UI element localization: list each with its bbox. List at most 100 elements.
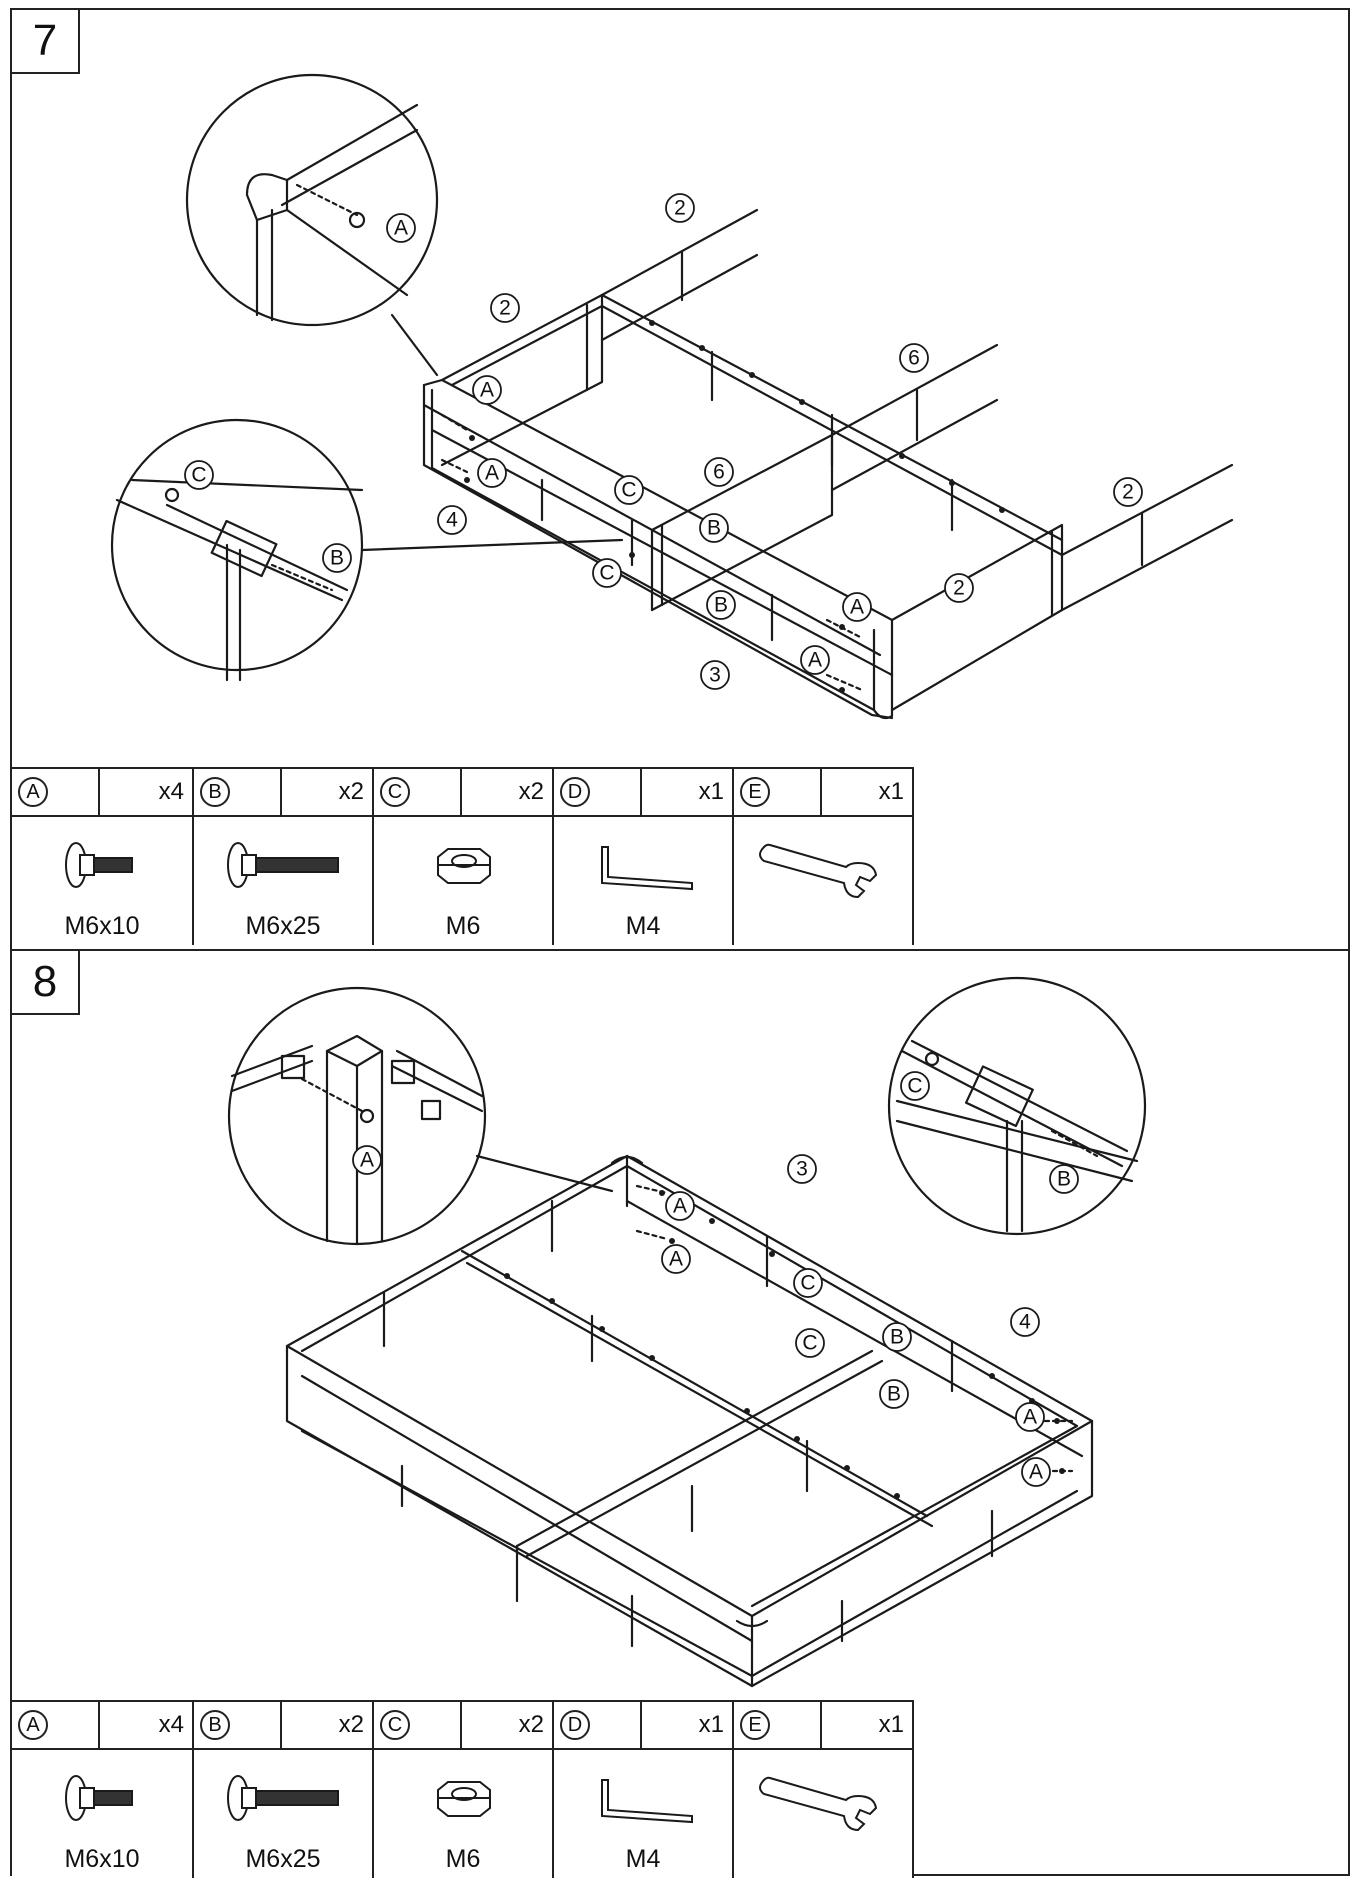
- callout-hw-b: B: [1049, 1164, 1079, 1194]
- hardware-id: E: [740, 777, 770, 807]
- hardware-qty: x1: [878, 1711, 904, 1738]
- callout-part-4: 4: [437, 505, 467, 535]
- hardware-qty: x1: [698, 1711, 724, 1738]
- svg-text:A: A: [1029, 1461, 1043, 1484]
- hardware-size: M6x25: [245, 1845, 321, 1873]
- callout-hw-c: C: [795, 1328, 825, 1358]
- hex-nut-icon: [437, 848, 491, 884]
- svg-text:A: A: [673, 1195, 687, 1218]
- hardware-size: M6x10: [64, 912, 140, 940]
- allen-key-icon: [601, 846, 693, 891]
- svg-text:3: 3: [709, 664, 721, 687]
- callout-part-2: 2: [944, 573, 974, 603]
- hardware-size: M6: [445, 912, 481, 940]
- callout-part-2: 2: [1113, 477, 1143, 507]
- step-7-panel: 2 2 6 2 2 6 4 3 A A C C B B A A A C B 7: [12, 10, 1348, 951]
- step-number: 7: [12, 10, 80, 74]
- hardware-id: B: [200, 777, 230, 807]
- step-8-illustration: 3 4 A A C C B B A A A C B: [227, 976, 1147, 1688]
- step-8-detail-corner: [227, 986, 614, 1246]
- hardware-id: B: [200, 1710, 230, 1740]
- callout-hw-b: B: [706, 590, 736, 620]
- callout-hw-b: B: [322, 543, 352, 573]
- hex-nut-icon: [437, 1781, 491, 1817]
- svg-text:B: B: [330, 547, 344, 570]
- svg-text:6: 6: [713, 461, 725, 484]
- hardware-qty: x2: [338, 1711, 364, 1738]
- svg-text:B: B: [1057, 1168, 1071, 1191]
- allen-key-icon: [601, 1779, 693, 1824]
- step-7-detail-corner: [185, 73, 439, 377]
- hardware-size: M6: [445, 1845, 481, 1873]
- callout-hw-b: B: [882, 1322, 912, 1352]
- step-8-bed-frame: [285, 1154, 1094, 1688]
- svg-text:C: C: [191, 464, 206, 487]
- svg-text:A: A: [480, 379, 494, 402]
- svg-text:A: A: [1023, 1406, 1037, 1429]
- hardware-qty: x1: [698, 778, 724, 805]
- callout-hw-a: A: [661, 1244, 691, 1274]
- svg-text:3: 3: [796, 1158, 808, 1181]
- callout-hw-c: C: [614, 475, 644, 505]
- hardware-id: D: [560, 1710, 590, 1740]
- wrench-icon: [759, 843, 878, 899]
- callout-hw-c: C: [592, 558, 622, 588]
- svg-text:A: A: [394, 217, 408, 240]
- callout-hw-a: A: [352, 1145, 382, 1175]
- callout-hw-b: B: [879, 1379, 909, 1409]
- hardware-size: M4: [625, 912, 661, 940]
- hardware-size: M6x25: [245, 912, 321, 940]
- hardware-qty: x4: [158, 1711, 184, 1738]
- hardware-id: C: [380, 777, 410, 807]
- svg-text:B: B: [714, 594, 728, 617]
- svg-text:2: 2: [499, 297, 511, 320]
- callout-hw-a: A: [800, 645, 830, 675]
- step-number: 8: [12, 951, 80, 1015]
- callout-hw-a: A: [1015, 1402, 1045, 1432]
- hardware-qty: x2: [518, 1711, 544, 1738]
- svg-text:B: B: [707, 517, 721, 540]
- wrench-icon: [759, 1776, 878, 1832]
- callout-part-3: 3: [700, 660, 730, 690]
- svg-text:6: 6: [908, 347, 920, 370]
- svg-text:C: C: [621, 479, 636, 502]
- callout-hw-a: A: [842, 592, 872, 622]
- step-7-illustration: 2 2 6 2 2 6 4 3 A A C C B B A A A C B: [110, 73, 1234, 720]
- svg-text:4: 4: [446, 509, 458, 532]
- hardware-id: C: [380, 1710, 410, 1740]
- hardware-qty: x2: [518, 778, 544, 805]
- callout-hw-a: A: [472, 375, 502, 405]
- callout-hw-a: A: [477, 458, 507, 488]
- callout-hw-c: C: [900, 1071, 930, 1101]
- hardware-id: A: [18, 1710, 48, 1740]
- callout-part-2: 2: [490, 293, 520, 323]
- long-bolt-icon: [227, 842, 339, 888]
- hardware-qty: x4: [158, 778, 184, 805]
- hardware-qty: x2: [338, 778, 364, 805]
- svg-text:C: C: [800, 1272, 815, 1295]
- svg-text:A: A: [360, 1149, 374, 1172]
- svg-text:2: 2: [1122, 481, 1134, 504]
- callout-hw-c: C: [793, 1268, 823, 1298]
- svg-text:2: 2: [953, 577, 965, 600]
- callout-hw-b: B: [699, 513, 729, 543]
- instruction-page: 2 2 6 2 2 6 4 3 A A C C B B A A A C B 7: [10, 8, 1350, 1878]
- short-bolt-icon: [65, 1775, 133, 1821]
- hardware-id: D: [560, 777, 590, 807]
- callout-hw-a: A: [665, 1191, 695, 1221]
- hardware-size: M4: [625, 1845, 661, 1873]
- callout-hw-a: A: [386, 213, 416, 243]
